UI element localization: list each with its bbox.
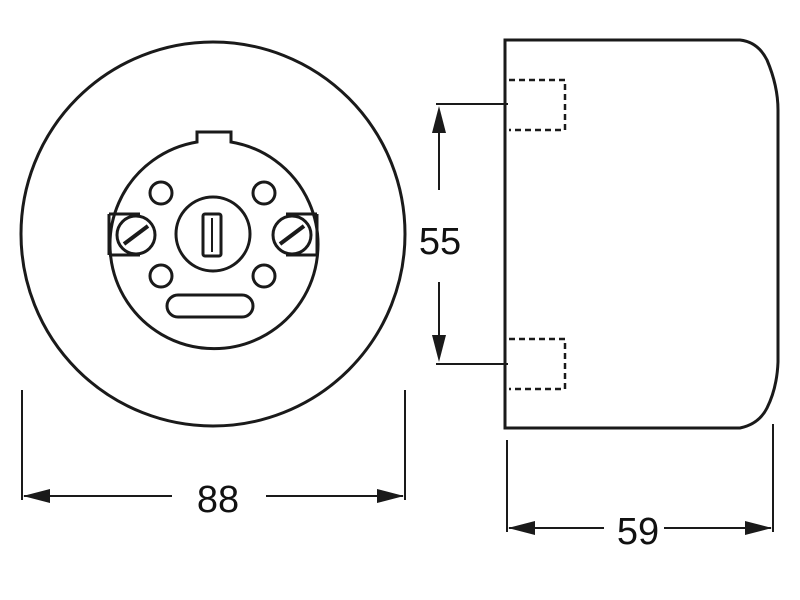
- socket-insert-outline: [108, 130, 320, 351]
- front-view: [19, 40, 407, 428]
- arrowhead-spacing-top: [432, 106, 446, 133]
- center-slot: [201, 212, 223, 258]
- arrowhead-diameter-right: [377, 489, 404, 503]
- arrowhead-depth-left: [508, 521, 535, 535]
- arrowhead-diameter-left: [23, 489, 50, 503]
- bottom-slot: [165, 293, 255, 319]
- side-view-dimensions: [432, 103, 774, 535]
- screw-slot-left: [122, 224, 150, 246]
- hidden-lines: [509, 78, 567, 391]
- hidden-screw-seat-bottom: [509, 337, 567, 391]
- outer-housing-outline: [19, 40, 407, 428]
- side-view: [503, 38, 780, 430]
- arrowhead-depth-right: [745, 521, 772, 535]
- arrowhead-spacing-bottom: [432, 335, 446, 362]
- mounting-hole-bottom-right: [251, 263, 277, 289]
- dimension-label-depth: 59: [617, 511, 659, 553]
- terminal-screw-left-icon: [115, 214, 157, 256]
- mounting-hole-top-right: [251, 180, 277, 206]
- mounting-hole-bottom-left: [148, 263, 174, 289]
- front-view-dimension: [21, 390, 406, 503]
- terminal-screw-right-icon: [271, 214, 313, 256]
- mounting-hole-top-left: [148, 180, 174, 206]
- screw-slot-right: [278, 224, 306, 246]
- hidden-screw-seat-top: [509, 78, 567, 132]
- center-rotary-ring: [174, 195, 252, 273]
- side-profile-outline: [503, 38, 780, 430]
- dimension-label-diameter: 88: [197, 479, 239, 521]
- dimension-label-screw-spacing: 55: [419, 221, 461, 263]
